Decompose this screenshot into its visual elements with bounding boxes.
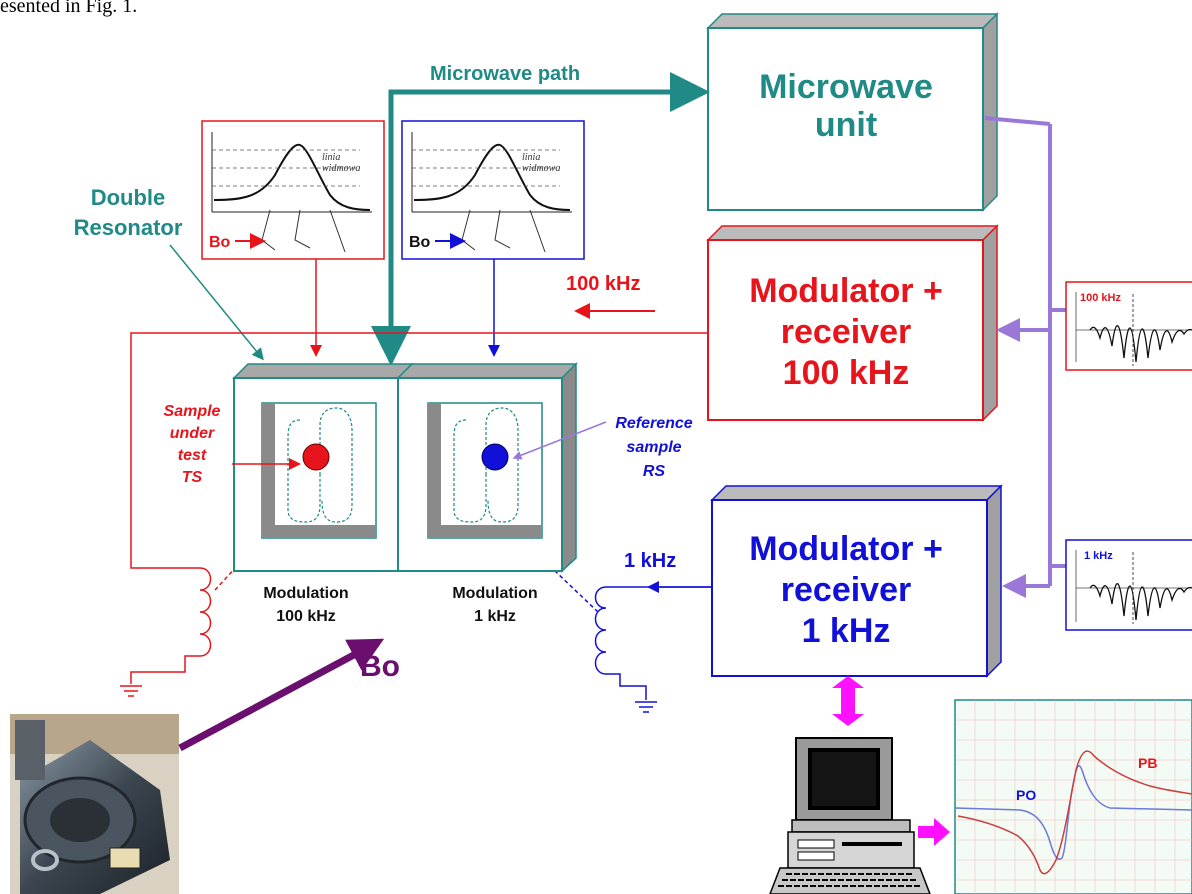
- svg-text:TS: TS: [182, 469, 203, 486]
- modulation-100-label-2: 100 kHz: [276, 608, 336, 625]
- svg-text:Sample: Sample: [164, 403, 221, 420]
- microwave-unit-block: Microwave unit: [706, 12, 999, 212]
- modulator-100khz-block: Modulator + receiver 100 kHz: [706, 224, 999, 422]
- modulator-100-title-3: 100 kHz: [783, 354, 910, 392]
- header-fragment: esented in Fig. 1.: [0, 0, 137, 17]
- microwave-unit-title-1: Microwave: [759, 68, 933, 106]
- svg-text:test: test: [178, 447, 207, 464]
- coil-100khz: [120, 567, 212, 697]
- modulator-1khz-block: Modulator + receiver 1 kHz: [710, 484, 1003, 678]
- microwave-unit-title-2: unit: [815, 106, 877, 144]
- resonator-cavity-right: [396, 362, 578, 573]
- double-resonator-label-1: Double: [91, 185, 166, 210]
- modulator-1-title-3: 1 kHz: [802, 612, 891, 650]
- curve-po-label: PO: [1016, 787, 1036, 803]
- red-signal-line: [130, 332, 708, 569]
- spectrum-blue-caption-2: widmowa: [522, 163, 560, 174]
- spectrum-red-caption-1: linia: [322, 152, 340, 163]
- epr-spectrum-graph: PO PB: [954, 699, 1192, 894]
- reference-sample-arrow: [512, 421, 607, 460]
- label-1khz-signal: 1 kHz: [624, 550, 676, 572]
- svg-text:sample: sample: [626, 439, 681, 456]
- coil-1khz: [594, 586, 712, 713]
- modulation-100-label-1: Modulation: [263, 585, 348, 602]
- magnet-photo: [10, 714, 179, 894]
- svg-text:RS: RS: [643, 463, 666, 480]
- oscillogram-100khz: 100 kHz: [1065, 281, 1192, 371]
- osc-1khz-label: 1 kHz: [1084, 550, 1113, 562]
- modulation-1-label-1: Modulation: [452, 585, 537, 602]
- spectrum-box-red: linia widmowa Bo: [201, 120, 385, 260]
- sample-under-test-label: Sample under test TS: [164, 403, 221, 486]
- resonator-cavity-left: [232, 363, 414, 572]
- modulator-100-title-2: receiver: [781, 313, 911, 351]
- osc-100khz-label: 100 kHz: [1080, 292, 1121, 304]
- modulation-1-label-2: 1 kHz: [474, 608, 516, 625]
- bo-main-label: Bo: [360, 650, 400, 683]
- modulator-1-title-1: Modulator +: [749, 530, 943, 568]
- double-resonator-arrow: [169, 244, 264, 361]
- double-resonator-label-2: Resonator: [74, 215, 183, 240]
- modulator-1-title-2: receiver: [781, 571, 911, 609]
- svg-text:Reference: Reference: [615, 415, 692, 432]
- modulator-100-title-1: Modulator +: [749, 272, 943, 310]
- computer-icon: [769, 737, 931, 894]
- magenta-double-arrow: [832, 676, 864, 726]
- label-100khz-signal: 100 kHz: [566, 273, 641, 295]
- magenta-arrow-right: [918, 818, 950, 846]
- curve-pb-label: PB: [1138, 755, 1157, 771]
- svg-text:under: under: [170, 425, 215, 442]
- bo-main-arrow: [178, 638, 385, 752]
- spectrum-blue-caption-1: linia: [522, 152, 540, 163]
- control-bus: [984, 116, 1066, 598]
- reference-sample-label: Reference sample RS: [615, 415, 692, 480]
- microwave-path-label: Microwave path: [430, 63, 580, 85]
- bo-label-blue: Bo: [409, 234, 431, 251]
- spectrum-red-caption-2: widmowa: [322, 163, 360, 174]
- microwave-path-line: [371, 72, 710, 366]
- bo-label-red: Bo: [209, 234, 231, 251]
- spectrum-box-blue: linia widmowa Bo: [401, 120, 585, 260]
- oscillogram-1khz: 1 kHz: [1065, 539, 1192, 631]
